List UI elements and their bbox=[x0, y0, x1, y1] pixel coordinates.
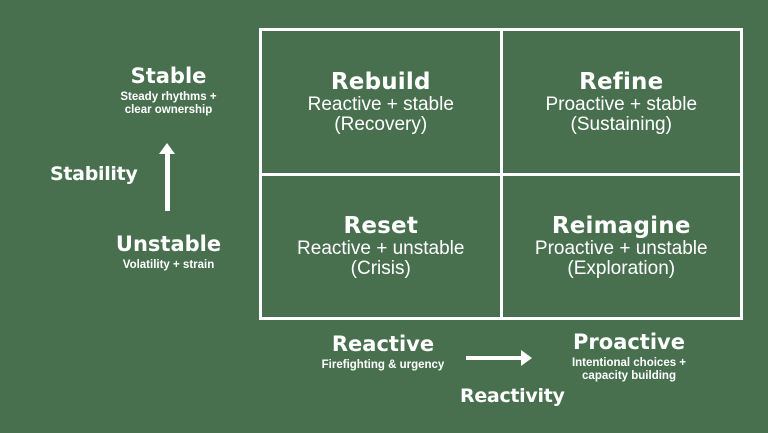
quadrant-rebuild: Rebuild Reactive + stable (Recovery) bbox=[262, 31, 500, 173]
quadrant-subtitle: Proactive + stable bbox=[545, 93, 698, 115]
quadrant-refine: Refine Proactive + stable (Sustaining) bbox=[502, 31, 740, 173]
y-axis-label: Stability bbox=[50, 163, 138, 185]
quadrant-subtitle: Reactive + unstable bbox=[297, 238, 465, 260]
quadrant-tag: (Sustaining) bbox=[570, 113, 672, 135]
quadrant-reimagine: Reimagine Proactive + unstable (Explorat… bbox=[502, 175, 740, 317]
up-arrow-shaft bbox=[164, 154, 170, 211]
quadrant-subtitle: Reactive + stable bbox=[307, 93, 454, 115]
reactive-subtitle: Firefighting & urgency bbox=[321, 359, 445, 371]
quadrant-reset: Reset Reactive + unstable (Crisis) bbox=[262, 175, 500, 317]
up-arrow-icon bbox=[158, 143, 176, 211]
x-axis-high-block: Proactive Intentional choices + capacity… bbox=[553, 330, 705, 383]
right-arrow-head bbox=[521, 350, 532, 366]
up-arrow-head bbox=[159, 143, 175, 154]
quadrant-title: Refine bbox=[579, 68, 664, 95]
unstable-subtitle: Volatility + strain bbox=[122, 259, 215, 271]
quadrant-title: Rebuild bbox=[330, 68, 431, 95]
proactive-subtitle-line2: capacity building bbox=[582, 370, 676, 382]
right-arrow-icon bbox=[466, 350, 532, 366]
proactive-title: Proactive bbox=[573, 330, 685, 354]
stable-subtitle-line1: Steady rhythms + bbox=[120, 91, 217, 103]
x-axis-low-block: Reactive Firefighting & urgency bbox=[307, 332, 459, 372]
y-axis-high-block: Stable Steady rhythms + clear ownership bbox=[96, 64, 241, 117]
proactive-subtitle-line1: Intentional choices + bbox=[571, 357, 687, 369]
stable-title: Stable bbox=[130, 64, 207, 88]
y-axis-low-block: Unstable Volatility + strain bbox=[96, 232, 241, 272]
matrix-grid: Rebuild Reactive + stable (Recovery) Ref… bbox=[259, 28, 743, 320]
right-arrow-shaft bbox=[466, 356, 521, 360]
quadrant-title: Reset bbox=[343, 213, 419, 240]
quadrant-title: Reimagine bbox=[551, 213, 691, 240]
quadrant-tag: (Recovery) bbox=[334, 113, 428, 135]
quadrant-tag: (Crisis) bbox=[350, 258, 411, 280]
unstable-title: Unstable bbox=[115, 232, 222, 256]
x-axis-label: Reactivity bbox=[460, 385, 565, 407]
quadrant-subtitle: Proactive + unstable bbox=[534, 238, 708, 260]
reactive-title: Reactive bbox=[331, 332, 435, 356]
stable-subtitle-line2: clear ownership bbox=[124, 104, 213, 116]
quadrant-tag: (Exploration) bbox=[567, 258, 676, 280]
